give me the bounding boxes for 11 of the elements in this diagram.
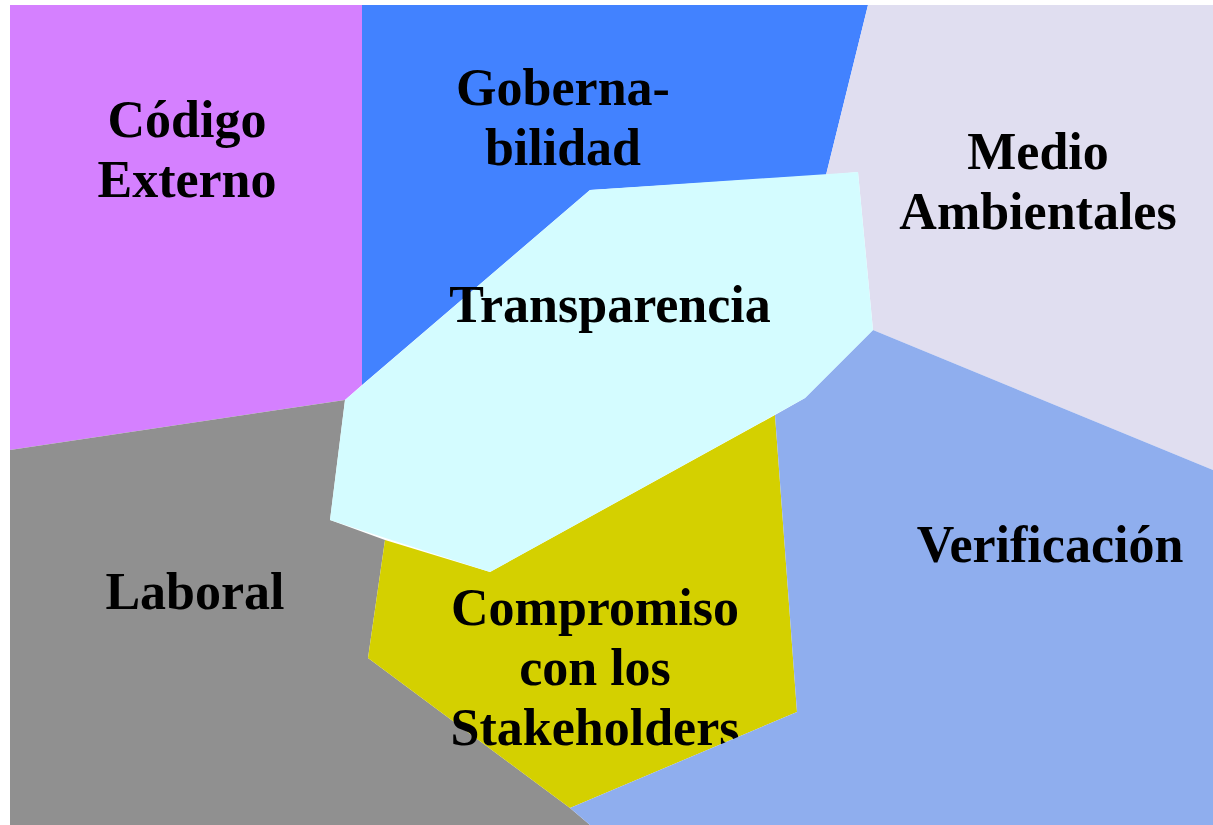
region-label: Transparencia [448, 275, 772, 335]
region-label: Medio Ambientales [898, 122, 1178, 242]
region-label: Verificación [915, 515, 1185, 575]
region-label: Código Externo [96, 90, 278, 210]
region-polygon [362, 5, 868, 385]
region-polygon [826, 5, 1213, 470]
region-polygon [330, 172, 873, 572]
region-polygon [10, 5, 362, 450]
region-label: Goberna-bilidad [455, 58, 671, 178]
region-label: Laboral [104, 562, 286, 622]
region-label: Compromiso con los Stakeholders [449, 578, 741, 758]
